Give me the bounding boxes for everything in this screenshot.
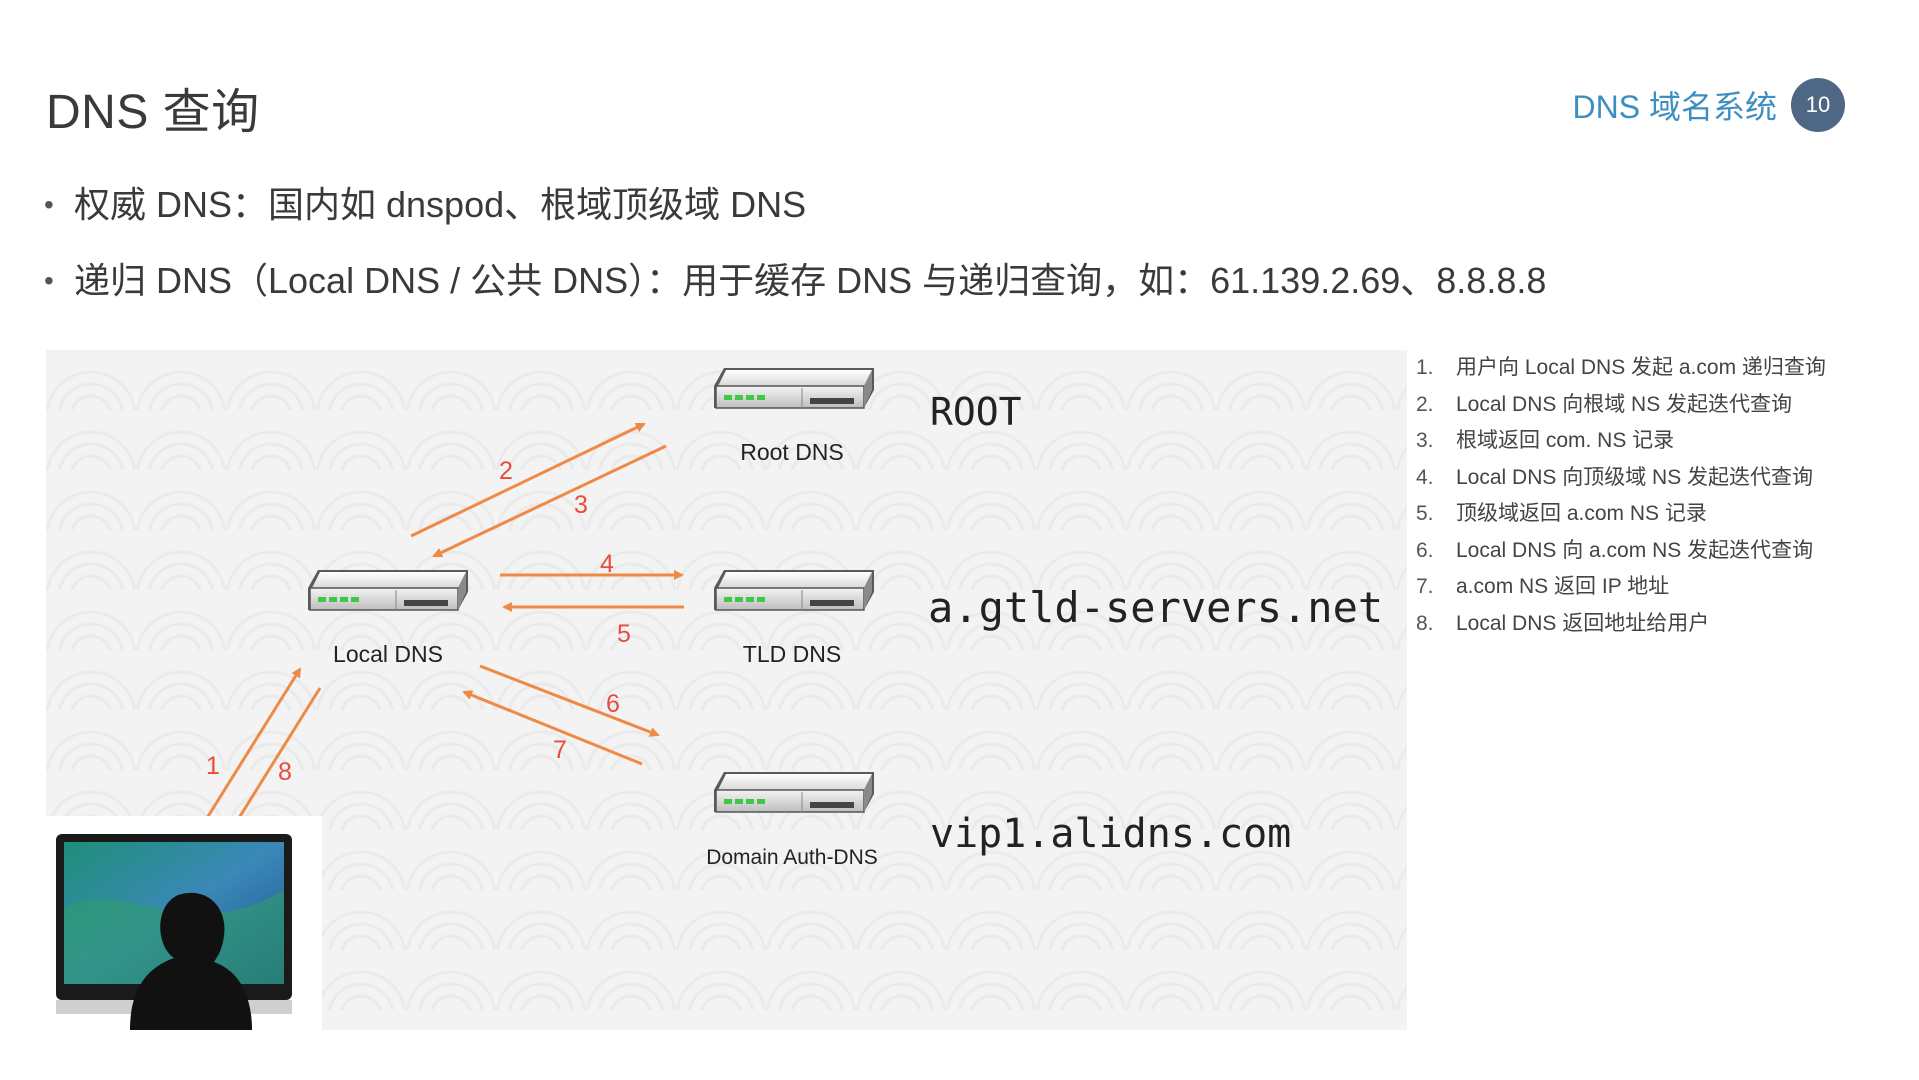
- auth-host-label: vip1.alidns.com: [930, 811, 1291, 857]
- section-header: DNS 域名系统 10: [1573, 78, 1845, 132]
- step-text: 用户向 Local DNS 发起 a.com 递归查询: [1456, 356, 1826, 379]
- step-item: 4. Local DNS 向顶级域 NS 发起迭代查询: [1416, 460, 1826, 497]
- step-item: 6. Local DNS 向 a.com NS 发起迭代查询: [1416, 533, 1826, 570]
- step-item: 5. 顶级域返回 a.com NS 记录: [1416, 496, 1826, 533]
- auth-dns-server-icon: [713, 771, 875, 813]
- dns-query-diagram: Root DNS Local DNS TLD DNS Domain Auth-D…: [46, 350, 1407, 1030]
- local-dns-server-icon: [307, 569, 469, 611]
- tld-dns-server-icon: [713, 569, 875, 611]
- step-text: Local DNS 向顶级域 NS 发起迭代查询: [1456, 465, 1814, 489]
- step-number: 4.: [1416, 465, 1434, 489]
- arrow-3: [432, 444, 667, 558]
- page-number-badge: 10: [1791, 78, 1845, 132]
- auth-dns-label: Domain Auth-DNS: [706, 846, 878, 869]
- bullet-dot-icon: •: [44, 265, 54, 296]
- step-item: 1. 用户向 Local DNS 发起 a.com 递归查询: [1416, 350, 1826, 387]
- arrow-7: [462, 690, 643, 766]
- arrow-6: [479, 664, 660, 737]
- step-text: Local DNS 返回地址给用户: [1456, 611, 1710, 635]
- step-item: 2. Local DNS 向根域 NS 发起迭代查询: [1416, 387, 1826, 424]
- bullet-item: • 递归 DNS（Local DNS / 公共 DNS）：用于缓存 DNS 与递…: [44, 256, 1546, 306]
- arrow-label-5: 5: [617, 620, 631, 648]
- step-text: 顶级域返回 a.com NS 记录: [1456, 502, 1707, 525]
- arrow-label-1: 1: [206, 752, 220, 780]
- user-computer-icon: [46, 816, 322, 1030]
- step-item: 8. Local DNS 返回地址给用户: [1416, 606, 1826, 643]
- step-list: 1. 用户向 Local DNS 发起 a.com 递归查询 2. Local DN…: [1416, 350, 1826, 642]
- tld-dns-label: TLD DNS: [743, 641, 841, 667]
- arrow-label-6: 6: [606, 690, 620, 718]
- bullet-dot-icon: •: [44, 189, 54, 220]
- bullet-list: • 权威 DNS：国内如 dnspod、根域顶级域 DNS • 递归 DNS（L…: [44, 180, 1546, 332]
- step-number: 1.: [1416, 356, 1434, 379]
- arrow-label-4: 4: [600, 550, 614, 578]
- step-number: 2.: [1416, 392, 1434, 416]
- local-dns-label: Local DNS: [333, 641, 443, 667]
- section-name: DNS 域名系统: [1572, 89, 1777, 125]
- arrow-label-3: 3: [574, 491, 588, 519]
- step-number: 3.: [1416, 429, 1434, 452]
- step-number: 7.: [1416, 575, 1434, 598]
- step-text: 根域返回 com. NS 记录: [1456, 429, 1675, 452]
- step-number: 5.: [1416, 502, 1434, 525]
- step-number: 6.: [1416, 538, 1434, 562]
- arrow-label-8: 8: [278, 758, 292, 786]
- bullet-item: • 权威 DNS：国内如 dnspod、根域顶级域 DNS: [44, 180, 1546, 230]
- step-item: 3. 根域返回 com. NS 记录: [1416, 423, 1826, 460]
- root-dns-server-icon: [713, 367, 875, 409]
- diagram-canvas: Root DNS Local DNS TLD DNS Domain Auth-D…: [46, 367, 1383, 1030]
- arrow-label-7: 7: [553, 736, 567, 764]
- bullet-text: 递归 DNS（Local DNS / 公共 DNS）：用于缓存 DNS 与递归查…: [74, 260, 1547, 301]
- step-text: a.com NS 返回 IP 地址: [1456, 575, 1670, 598]
- arrow-label-2: 2: [499, 457, 513, 485]
- step-text: Local DNS 向 a.com NS 发起迭代查询: [1456, 538, 1814, 562]
- step-item: 7. a.com NS 返回 IP 地址: [1416, 569, 1826, 606]
- step-number: 8.: [1416, 611, 1434, 635]
- page-title: DNS 查询: [46, 86, 260, 139]
- root-dns-label: Root DNS: [740, 439, 844, 465]
- arrow-2: [410, 422, 646, 538]
- bullet-text: 权威 DNS：国内如 dnspod、根域顶级域 DNS: [74, 184, 807, 225]
- root-host-label: ROOT: [930, 390, 1022, 434]
- tld-host-label: a.gtld-servers.net: [928, 583, 1383, 632]
- arrow-1: [190, 667, 302, 843]
- step-text: Local DNS 向根域 NS 发起迭代查询: [1456, 392, 1793, 416]
